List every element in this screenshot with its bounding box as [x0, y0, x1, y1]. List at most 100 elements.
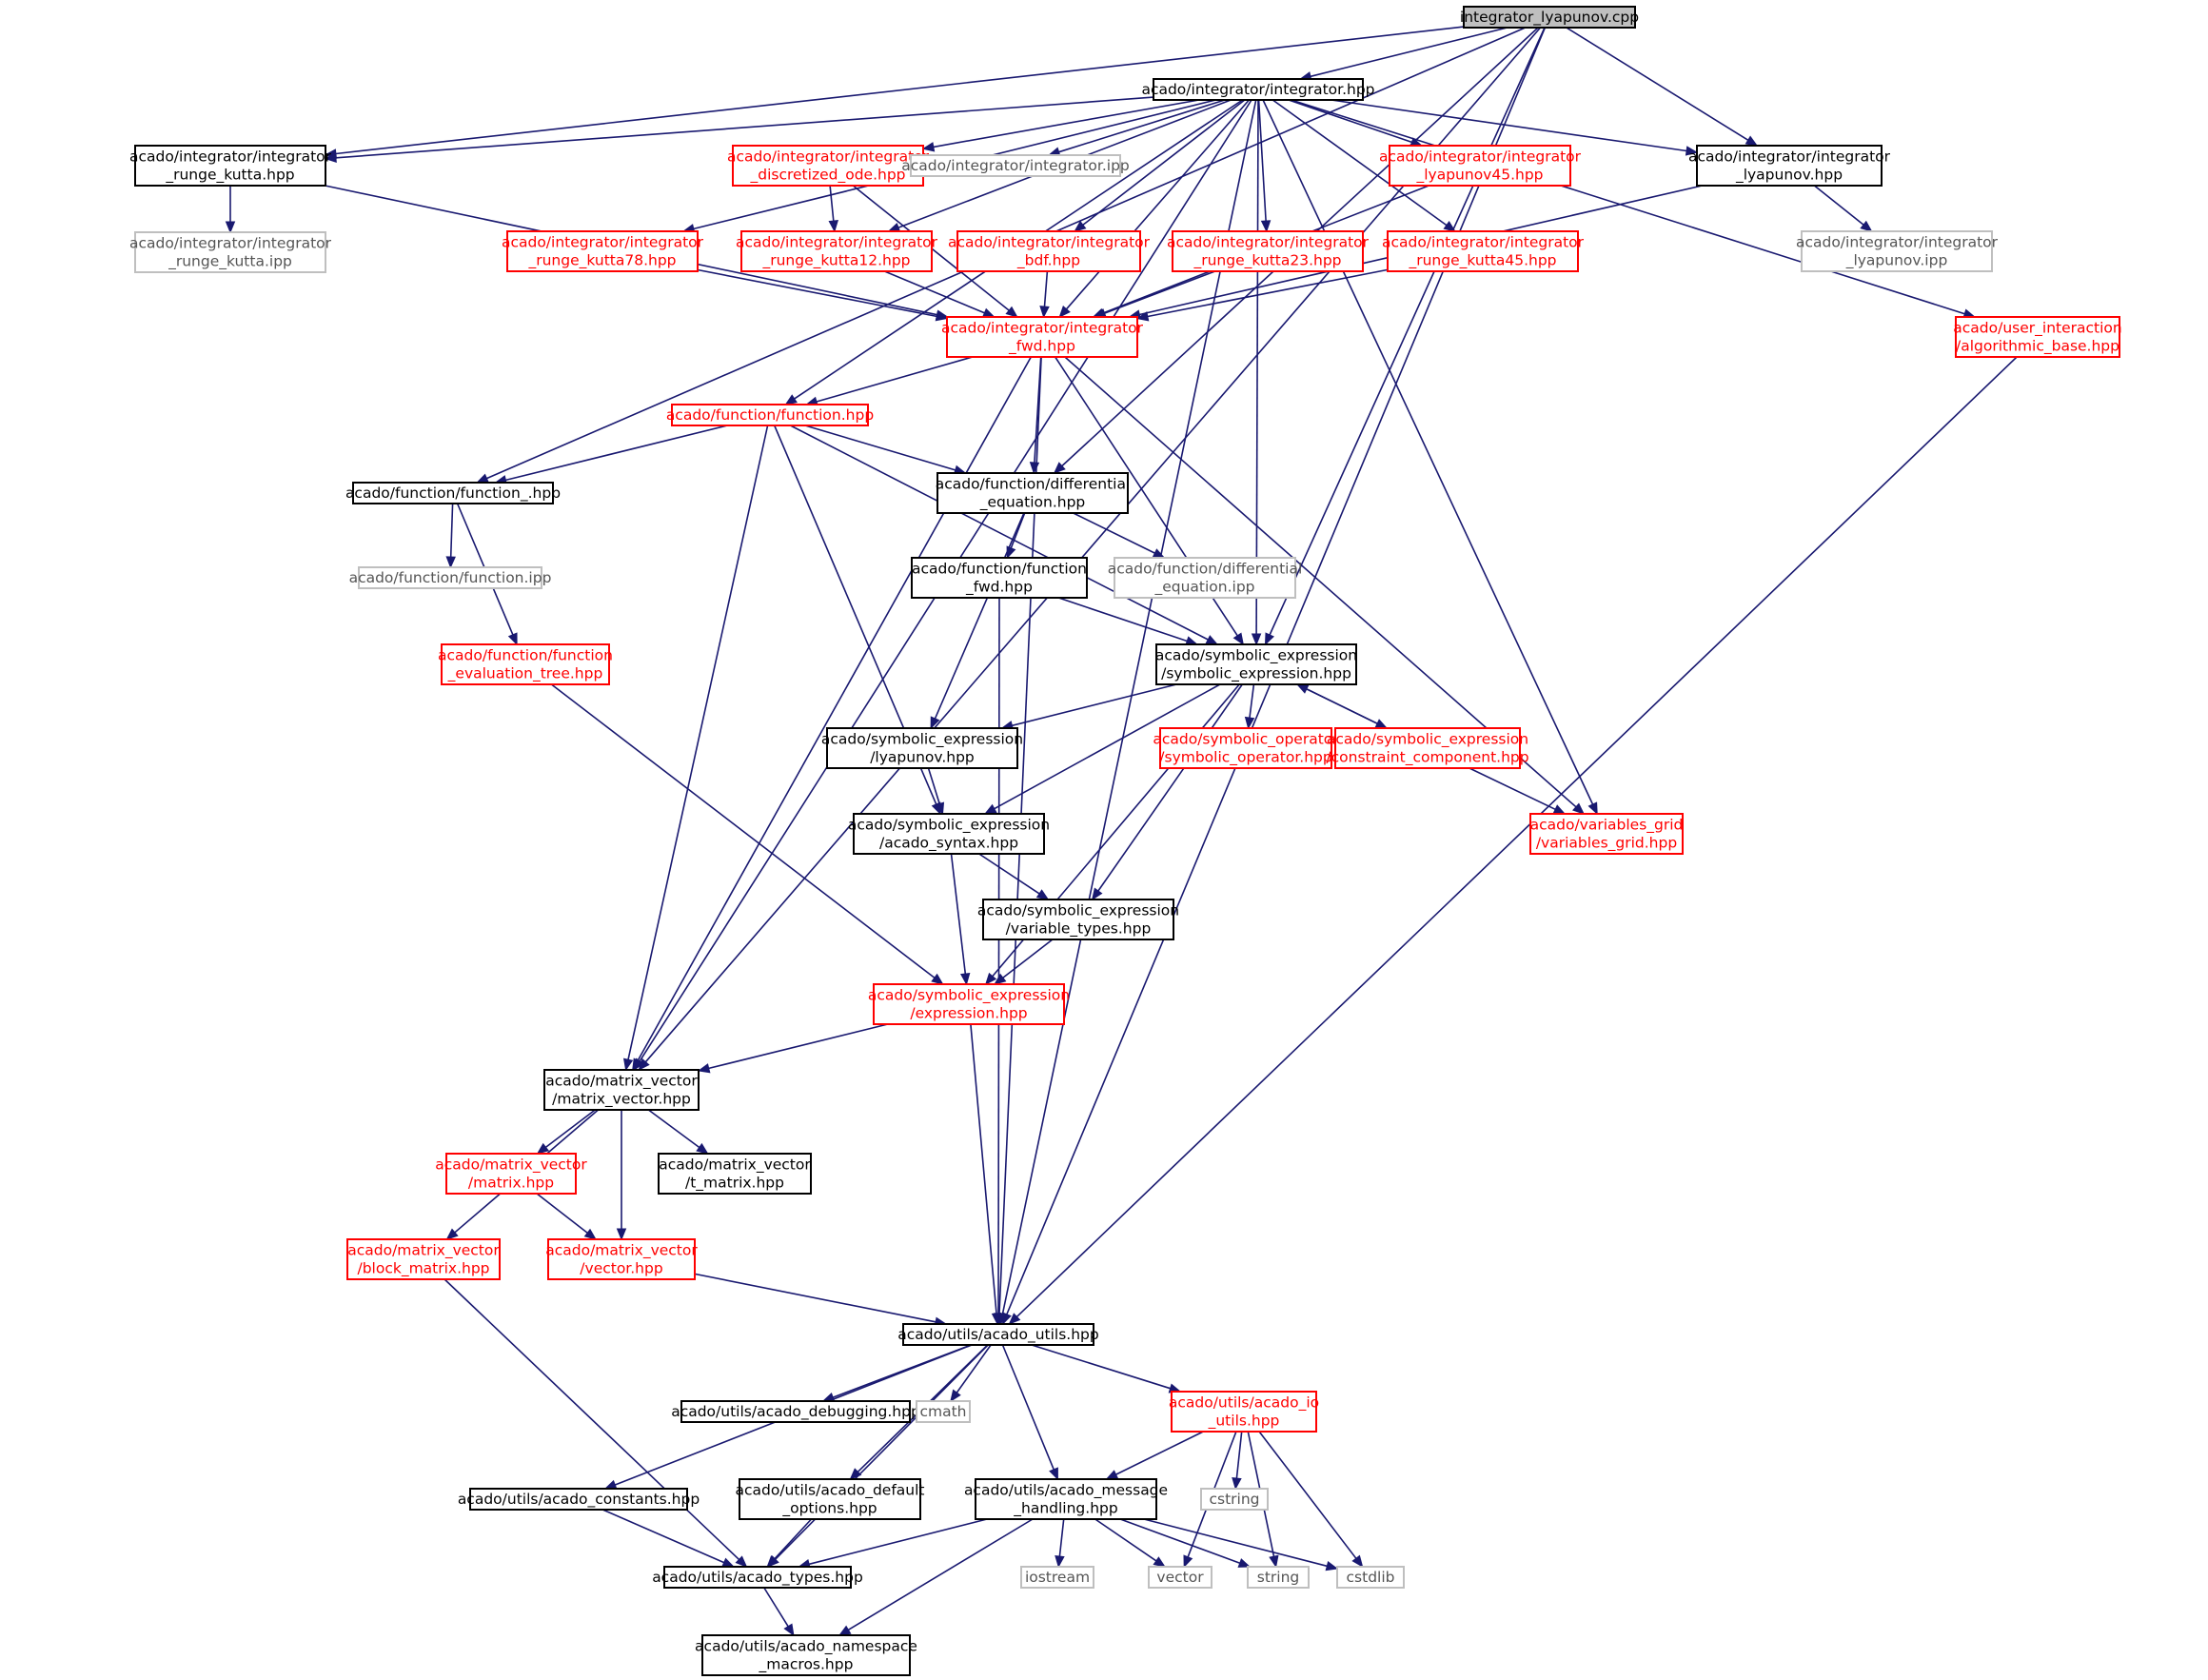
node-lyap[interactable]: acado/integrator/integrator_lyapunov.hpp — [1688, 145, 1891, 187]
node-vector[interactable]: acado/matrix_vector/vector.hpp — [545, 1238, 698, 1280]
edge-block_matrix-to-types — [444, 1278, 748, 1568]
arrowhead — [721, 1557, 736, 1568]
node-function[interactable]: acado/function/function.hpp — [666, 404, 874, 426]
edge-disc_ode-to-rk12 — [828, 185, 838, 233]
node-box — [911, 557, 1088, 599]
arrowhead — [1237, 1558, 1252, 1568]
edge-root-to-lyap — [1566, 27, 1759, 147]
node-label: /variables_grid.hpp — [1536, 835, 1677, 853]
node-expression[interactable]: acado/symbolic_expression/expression.hpp — [868, 983, 1070, 1025]
node-ns_macros[interactable]: acado/utils/acado_namespace_macros.hpp — [695, 1634, 917, 1676]
node-box — [1114, 557, 1296, 599]
node-cmath[interactable]: cmath — [916, 1400, 971, 1423]
node-iostream[interactable]: iostream — [1020, 1566, 1094, 1589]
node-label: acado/matrix_vector — [435, 1156, 587, 1175]
node-box — [1172, 230, 1364, 272]
node-function_[interactable]: acado/function/function_.hpp — [345, 482, 561, 504]
node-cstdlib[interactable]: cstdlib — [1336, 1566, 1405, 1589]
node-block_matrix[interactable]: acado/matrix_vector/block_matrix.hpp — [346, 1238, 501, 1280]
node-sym_op[interactable]: acado/symbolic_operator/symbolic_operato… — [1153, 727, 1339, 769]
node-label: acado/function/differential — [936, 476, 1131, 493]
node-label: acado/matrix_vector — [659, 1156, 811, 1175]
node-mat_vec[interactable]: acado/matrix_vector/matrix_vector.hpp — [543, 1069, 700, 1111]
node-vector_std[interactable]: vector — [1148, 1566, 1212, 1589]
node-label: _lyapunov.ipp — [1845, 252, 1948, 270]
node-utils[interactable]: acado/utils/acado_utils.hpp — [897, 1323, 1099, 1346]
node-diff_eq[interactable]: acado/function/differential_equation.hpp — [936, 472, 1131, 514]
edge-expression-to-utils — [970, 1023, 1002, 1326]
node-lyap45[interactable]: acado/integrator/integrator_lyapunov45.h… — [1379, 145, 1582, 187]
edge-function_-to-function_ipp — [445, 503, 456, 569]
node-syntax[interactable]: acado/symbolic_expression/acado_syntax.h… — [848, 813, 1050, 855]
node-function_ipp[interactable]: acado/function/function.ipp — [349, 566, 552, 589]
node-label: iostream — [1025, 1569, 1090, 1586]
node-eval_tree[interactable]: acado/function/function_evaluation_tree.… — [438, 643, 613, 685]
edge-function-to-function_ — [494, 425, 728, 485]
node-lyap_ipp[interactable]: acado/integrator/integrator_lyapunov.ipp — [1796, 230, 1999, 272]
arrowhead — [935, 801, 945, 816]
node-label: /block_matrix.hpp — [357, 1260, 489, 1278]
node-box — [543, 1069, 700, 1111]
edge-msg_handling-to-cstdlib — [1143, 1518, 1339, 1571]
node-cstring[interactable]: cstring — [1200, 1488, 1269, 1511]
node-constants[interactable]: acado/utils/acado_constants.hpp — [458, 1488, 700, 1511]
node-rk_ipp[interactable]: acado/integrator/integrator_runge_kutta.… — [129, 231, 332, 273]
edge-integrator-to-rk — [324, 96, 1154, 164]
node-label: /variable_types.hpp — [1006, 920, 1152, 939]
edge-expression-to-mat_vec — [697, 1023, 888, 1074]
arrowhead — [476, 473, 489, 484]
node-box — [1155, 643, 1357, 685]
node-constraint[interactable]: acado/symbolic_expression/constraint_com… — [1326, 727, 1529, 769]
node-sym_lyap[interactable]: acado/symbolic_expression/lyapunov.hpp — [821, 727, 1023, 769]
node-box — [1148, 1566, 1212, 1589]
edge-default_opts-to-types — [766, 1518, 813, 1568]
node-types[interactable]: acado/utils/acado_types.hpp — [652, 1566, 863, 1589]
node-string[interactable]: string — [1247, 1566, 1310, 1589]
node-rk78[interactable]: acado/integrator/integrator_runge_kutta7… — [502, 230, 704, 272]
node-label: acado/function/function — [912, 561, 1087, 578]
arrowhead — [1005, 306, 1018, 318]
node-integrator[interactable]: acado/integrator/integrator.hpp — [1141, 78, 1375, 101]
node-matrix[interactable]: acado/matrix_vector/matrix.hpp — [435, 1153, 587, 1195]
node-integ_ipp[interactable]: acado/integrator/integrator.ipp — [901, 154, 1130, 177]
arrowhead — [1587, 801, 1598, 816]
node-rk23[interactable]: acado/integrator/integrator_runge_kutta2… — [1167, 230, 1370, 272]
node-bdf[interactable]: acado/integrator/integrator_bdf.hpp — [948, 230, 1151, 272]
node-label: acado/integrator/integrator.ipp — [901, 157, 1130, 174]
node-box — [739, 1478, 921, 1520]
node-label: /lyapunov.hpp — [870, 749, 975, 766]
node-debugging[interactable]: acado/utils/acado_debugging.hpp — [671, 1400, 920, 1423]
edge-constants-to-types — [601, 1509, 736, 1568]
arrowhead — [1745, 135, 1759, 147]
edge-fwd-to-function — [805, 356, 974, 406]
arrowhead — [1685, 146, 1699, 156]
arrowhead — [983, 803, 997, 815]
node-label: string — [1257, 1569, 1300, 1586]
node-var_types[interactable]: acado/symbolic_expression/variable_types… — [977, 899, 1179, 940]
node-label: acado/integrator/integrator — [1382, 234, 1585, 251]
node-vars_grid[interactable]: acado/variables_grid/variables_grid.hpp — [1529, 813, 1684, 855]
node-disc_ode[interactable]: acado/integrator/integrator_discretized_… — [727, 145, 930, 187]
node-io_utils[interactable]: acado/utils/acado_io_utils.hpp — [1169, 1391, 1319, 1433]
edge-utils-to-types — [766, 1344, 989, 1568]
node-msg_handling[interactable]: acado/utils/acado_message_handling.hpp — [964, 1478, 1168, 1520]
edge-constraint-to-vars_grid — [1469, 767, 1567, 815]
node-alg_base[interactable]: acado/user_interaction/algorithmic_base.… — [1953, 316, 2122, 358]
node-rk12[interactable]: acado/integrator/integrator_runge_kutta1… — [736, 230, 938, 272]
edge-msg_handling-to-iostream — [1055, 1518, 1065, 1569]
node-box — [346, 1238, 501, 1280]
node-func_fwd[interactable]: acado/function/function_fwd.hpp — [911, 557, 1088, 599]
edge-io_utils-to-cstring — [1232, 1431, 1243, 1491]
node-rk[interactable]: acado/integrator/integrator_runge_kutta.… — [129, 145, 332, 187]
arrowhead — [981, 307, 996, 318]
node-t_matrix[interactable]: acado/matrix_vector/t_matrix.hpp — [658, 1153, 812, 1195]
node-default_opts[interactable]: acado/utils/acado_default_options.hpp — [735, 1478, 925, 1520]
node-fwd[interactable]: acado/integrator/integrator_fwd.hpp — [941, 316, 1144, 358]
edge-mat_vec-to-matrix — [536, 1109, 596, 1155]
node-label: acado/utils/acado_default — [735, 1482, 924, 1500]
node-diff_eq_ipp[interactable]: acado/function/differential_equation.ipp — [1108, 557, 1303, 599]
node-rk45[interactable]: acado/integrator/integrator_runge_kutta4… — [1382, 230, 1585, 272]
node-sym_expr[interactable]: acado/symbolic_expression/symbolic_expre… — [1155, 643, 1357, 685]
arrowhead — [616, 1228, 627, 1241]
node-root[interactable]: integrator_lyapunov.cpp — [1460, 6, 1639, 29]
